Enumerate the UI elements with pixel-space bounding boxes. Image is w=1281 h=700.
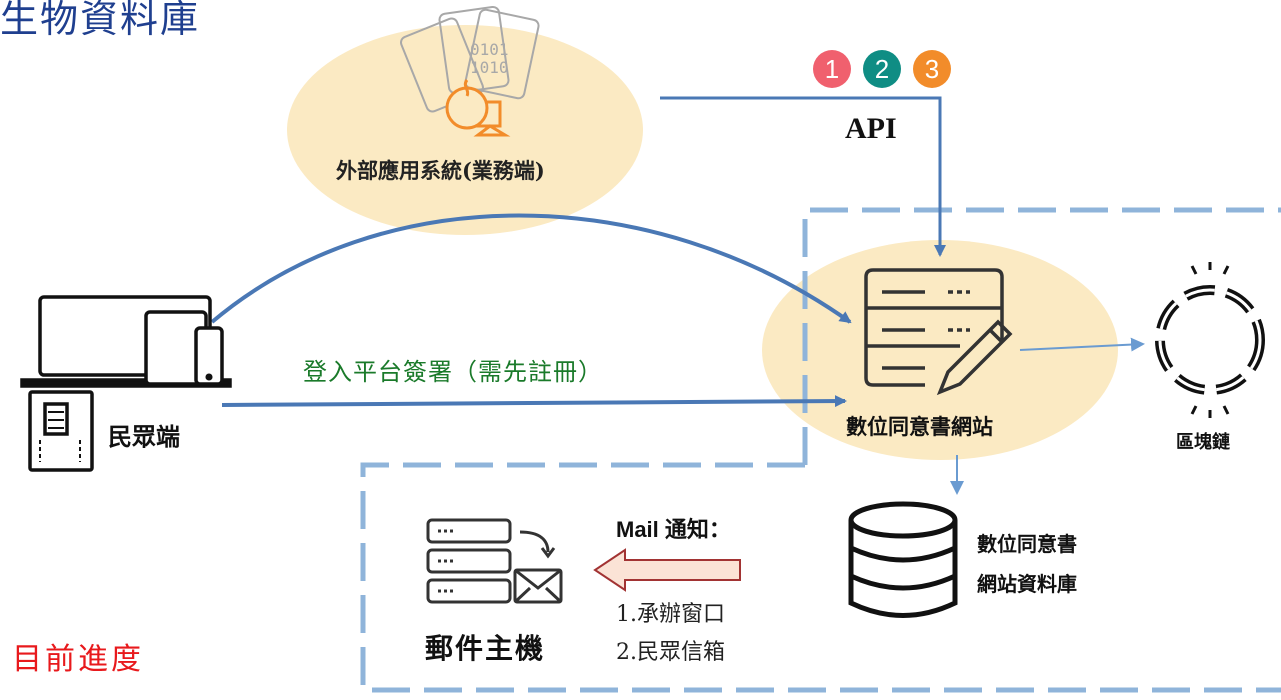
app-device-icon <box>445 79 511 137</box>
mail-boundary-dashed <box>360 462 1281 693</box>
server-edit-icon <box>864 268 1013 396</box>
devices-icon <box>20 295 232 472</box>
citizen-label: 民眾端 <box>108 422 180 451</box>
page-title: 生物資料庫 <box>0 0 201 41</box>
mail-notify-item: 1.承辦窗口 <box>616 602 725 627</box>
site-to-chain-arrow <box>1019 337 1145 352</box>
step-badge-1: 1 <box>813 50 851 88</box>
api-connector <box>660 96 946 257</box>
apps-cards-icon: 0101 1010 <box>400 5 540 113</box>
progress-label: 目前進度 <box>12 642 144 677</box>
external-system-ellipse <box>287 25 643 235</box>
site-boundary-dashed <box>802 207 1281 465</box>
site-ellipse <box>762 240 1118 460</box>
mail-notify-arrow <box>593 548 741 592</box>
svg-text:1010: 1010 <box>470 58 509 77</box>
blockchain-label: 區塊鏈 <box>1176 432 1230 453</box>
database-icon <box>848 501 958 618</box>
database-label-line1: 數位同意書 <box>977 532 1077 556</box>
site-label: 數位同意書網站 <box>846 414 993 439</box>
step-badge-2: 2 <box>863 50 901 88</box>
external-system-label: 外部應用系統(業務端) <box>336 158 545 183</box>
database-label-line2: 網站資料庫 <box>977 572 1077 596</box>
chain-icon <box>1155 262 1265 418</box>
citizen-login-arrow <box>221 395 847 408</box>
mail-notify-item: 2.民眾信箱 <box>616 640 725 665</box>
step-badge-3: 3 <box>913 50 951 88</box>
citizen-curve-arrow <box>210 213 852 324</box>
svg-text:0101: 0101 <box>470 40 509 59</box>
mail-server-icon <box>426 518 563 604</box>
mail-notify-title: Mail 通知： <box>616 517 731 542</box>
mailhost-label: 郵件主機 <box>425 632 546 665</box>
login-sign-label: 登入平台簽署（需先註冊） <box>303 358 603 386</box>
api-label: API <box>845 112 897 145</box>
